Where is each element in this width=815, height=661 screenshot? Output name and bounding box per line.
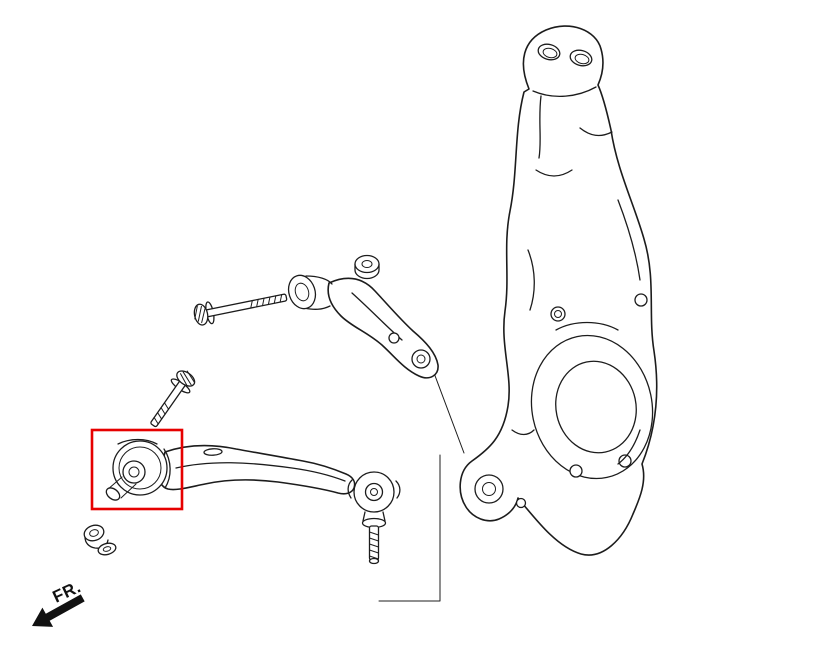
lower-arm-front-bushing [105,438,171,501]
upper-arm-balljoint-flange [411,349,431,369]
upper-arm-body [327,277,439,379]
lower-ball-joint [347,471,401,565]
upper-control-arm [193,254,439,379]
lower-control-arm [83,370,401,565]
fr-arrow-icon [32,594,85,627]
highlight-box [90,428,184,511]
steering-knuckle [459,25,658,556]
lower-arm-slot [203,448,223,456]
leader-line-ball-joint [378,454,441,602]
upper-arm-hole [388,332,400,344]
upper-arm-bushing [287,274,333,310]
fr-direction: FR. [32,577,85,627]
lower-arm-pivot-bolt [150,370,196,428]
upper-arm-pivot-bolt [193,293,288,326]
leader-line-upper-arm [433,372,465,454]
knuckle-details [474,43,654,509]
upper-arm-balljoint-hole [416,354,426,364]
upper-arm-nut [354,254,380,280]
lower-arm-flange-nut-and-washer [83,524,117,556]
lower-arm-body [158,444,356,495]
lower-arm-ridge [175,462,346,482]
